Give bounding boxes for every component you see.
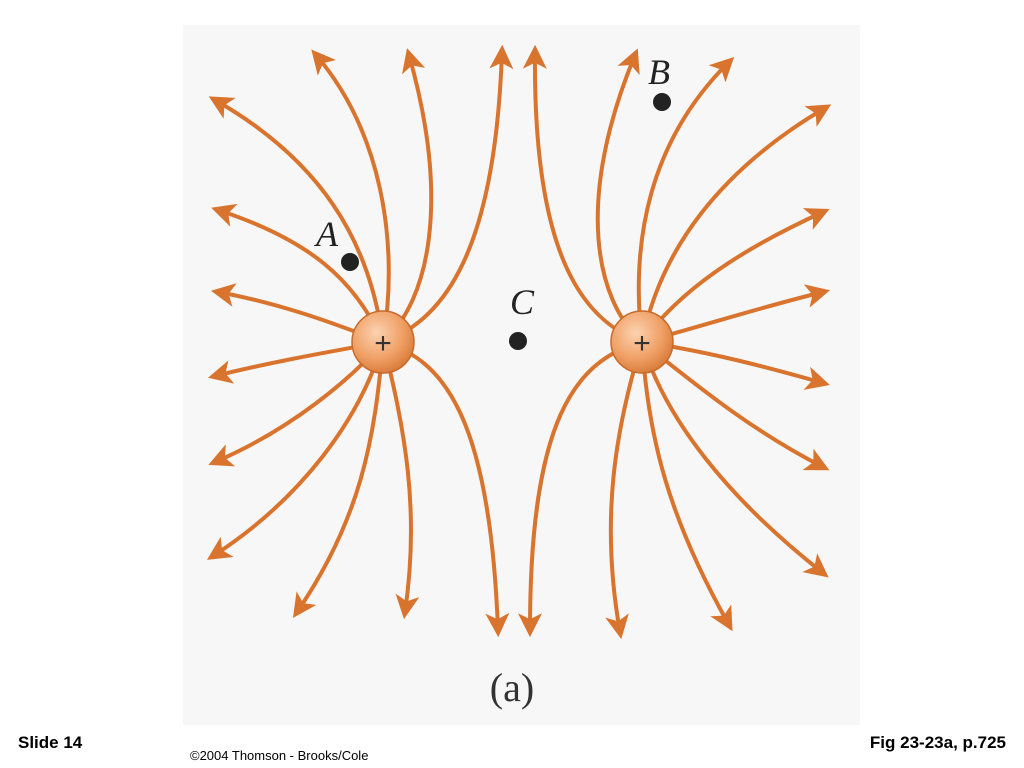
field-line bbox=[595, 48, 644, 344]
field-line bbox=[640, 340, 829, 578]
point-a-label: A bbox=[316, 214, 338, 254]
field-line bbox=[636, 56, 735, 344]
field-line bbox=[640, 340, 733, 632]
charge-right: + bbox=[610, 310, 674, 374]
point-a-dot bbox=[341, 253, 359, 271]
field-line bbox=[640, 104, 832, 344]
point-b-dot bbox=[653, 93, 671, 111]
field-line bbox=[522, 44, 644, 344]
point-c-label: C bbox=[510, 282, 535, 322]
field-line bbox=[311, 49, 391, 344]
copyright-text: ©2004 Thomson - Brooks/Cole bbox=[190, 748, 369, 763]
charge-right-sign: + bbox=[633, 327, 651, 360]
field-line bbox=[381, 48, 434, 344]
charge-left: + bbox=[351, 310, 415, 374]
slide-number: Slide 14 bbox=[18, 733, 83, 752]
point-c-dot bbox=[509, 332, 527, 350]
field-line bbox=[640, 208, 830, 344]
field-line bbox=[208, 96, 385, 344]
figure-caption: (a) bbox=[489, 665, 535, 710]
field-line bbox=[381, 340, 510, 638]
figure-reference: Fig 23-23a, p.725 bbox=[869, 733, 1006, 752]
field-line bbox=[518, 340, 644, 638]
field-line bbox=[292, 340, 385, 618]
field-line bbox=[605, 340, 644, 640]
field-line bbox=[381, 340, 420, 620]
charge-left-sign: + bbox=[374, 327, 392, 360]
field-line bbox=[381, 44, 514, 344]
point-b-label: B bbox=[648, 52, 670, 92]
